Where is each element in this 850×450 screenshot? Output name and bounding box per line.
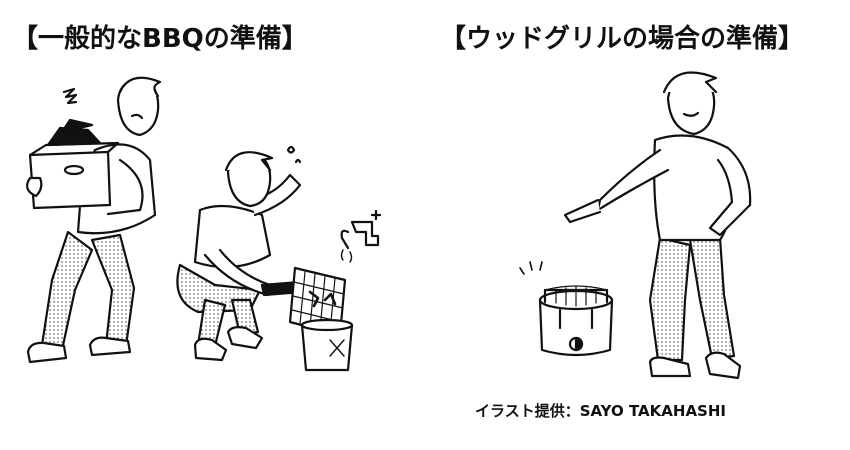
man-pointing-at-grill-illustration (519, 71, 752, 380)
heading-wood-grill-prep: 【ウッドグリルの場合の準備】 (440, 24, 805, 54)
heading-general-bbq-prep: 【一般的なBBQの準備】 (12, 24, 308, 54)
illustration-credit: イラスト提供：SAYO TAKAHASHI (475, 402, 726, 420)
man-carrying-charcoal-illustration (26, 76, 162, 364)
man-scrubbing-grill-illustration (176, 145, 382, 372)
